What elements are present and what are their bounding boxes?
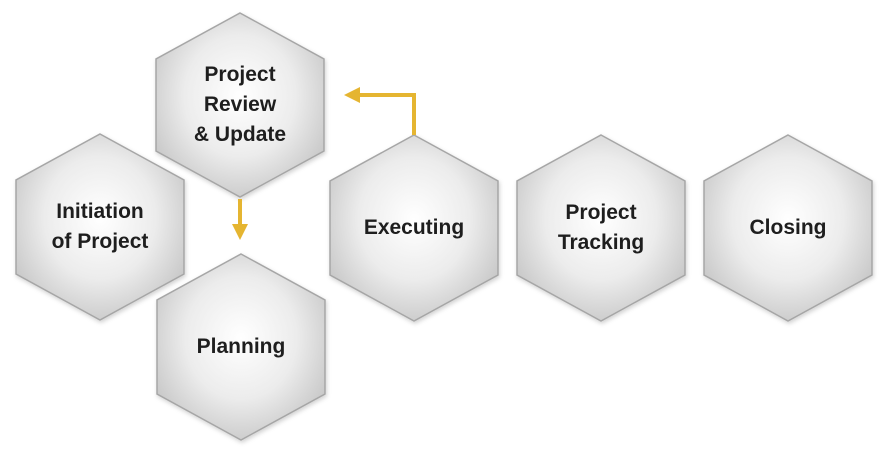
hexagon-closing (703, 134, 873, 322)
hexagon-planning (156, 253, 326, 441)
hexagon-executing (329, 134, 499, 322)
hexagon-initiation (15, 133, 185, 321)
hexagon-tracking (516, 134, 686, 322)
arrow-executing-to-review (344, 87, 416, 135)
hexagon-review (155, 12, 325, 198)
